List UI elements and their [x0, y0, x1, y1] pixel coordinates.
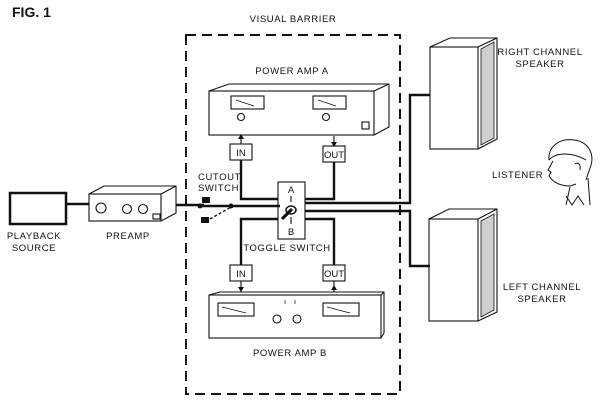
listener-label: LISTENER — [492, 170, 543, 181]
figure-label: FIG. 1 — [12, 4, 51, 20]
vu-meter-icon — [230, 95, 265, 110]
preamp-knob-icon — [137, 203, 149, 215]
speaker-grille-icon — [480, 213, 495, 318]
vu-meter-icon — [312, 95, 347, 110]
power-amp-a-in-label: IN — [236, 148, 246, 159]
power-amp-a-out-label: OUT — [324, 150, 344, 161]
toggle-switch-label: TOGGLE SWITCH — [243, 243, 330, 254]
preamp — [88, 185, 177, 222]
wire-left-speaker — [305, 209, 430, 268]
left-speaker-label-1: LEFT CHANNEL — [503, 282, 581, 293]
toggle-lever-icon — [281, 205, 297, 220]
power-amp-a-label: POWER AMP A — [255, 66, 329, 77]
preamp-label: PREAMP — [106, 231, 150, 242]
wire-toggle-amp-a-in — [239, 160, 278, 201]
amp-knob-icon — [321, 112, 331, 122]
wire-amp-b-out-toggle — [305, 217, 336, 265]
amp-knob-icon — [292, 314, 302, 324]
right-speaker-label-1: RIGHT CHANNEL — [497, 47, 582, 58]
cutout-switch-label-1: CUTOUT — [198, 172, 241, 183]
wire-toggle-amp-b-in — [239, 217, 278, 265]
left-speaker — [428, 208, 498, 322]
power-amp-a — [208, 83, 390, 136]
visual-barrier — [185, 34, 401, 395]
power-amp-b-out-label: OUT — [324, 269, 344, 280]
power-amp-b-label: POWER AMP B — [253, 348, 327, 359]
playback-source-label-1: PLAYBACK — [7, 231, 61, 242]
power-amp-b-in-label: IN — [236, 269, 246, 280]
amp-knob-icon — [272, 314, 282, 324]
visual-barrier-label: VISUAL BARRIER — [250, 14, 337, 25]
toggle-switch-pos-a: A — [288, 185, 295, 196]
cutout-switch — [197, 197, 234, 223]
preamp-knob-icon — [121, 203, 133, 215]
preamp-knob-icon — [95, 202, 107, 214]
power-switch-icon — [361, 121, 370, 130]
power-amp-b — [208, 291, 385, 339]
right-speaker-label-2: SPEAKER — [515, 59, 564, 70]
playback-source — [8, 191, 68, 226]
right-speaker — [429, 37, 498, 150]
playback-source-label-2: SOURCE — [12, 243, 56, 254]
vu-meter-icon — [322, 302, 360, 317]
wire-right-speaker — [305, 93, 430, 205]
left-speaker-label-2: SPEAKER — [517, 294, 566, 305]
listener-head-icon — [547, 139, 593, 206]
toggle-switch-pos-b: B — [288, 227, 294, 238]
amp-knob-icon — [236, 112, 246, 122]
speaker-grille-icon — [480, 41, 495, 146]
wire-amp-a-out-toggle — [305, 162, 336, 201]
cutout-switch-label-2: SWITCH — [198, 183, 239, 194]
vu-meter-icon — [217, 302, 255, 317]
